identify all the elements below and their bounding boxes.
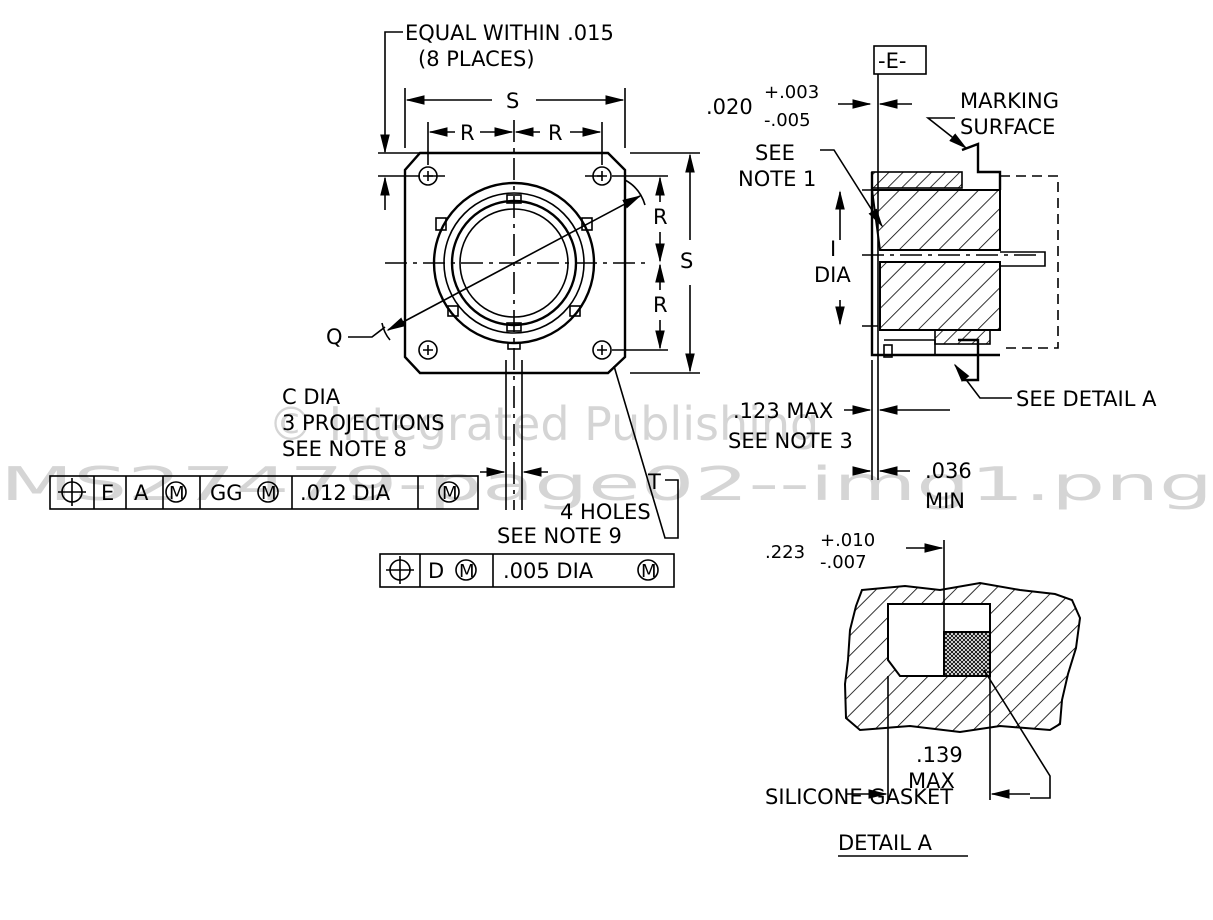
min-label: MIN [925, 489, 965, 513]
detail-a-title: DETAIL A [838, 831, 933, 855]
silicone-gasket [943, 631, 991, 677]
dim-dia: DIA [814, 263, 851, 287]
marking-label: MARKING [960, 89, 1059, 113]
holes-count: 4 HOLES [560, 500, 651, 524]
fcf-top-datum-e: E [101, 481, 114, 505]
c-dia-projections: 3 PROJECTIONS [282, 411, 445, 435]
feature-control-frame-bottom [379, 553, 675, 588]
feature-control-frame-top [49, 475, 479, 510]
mmc-icon [438, 481, 460, 503]
c-dia-note: SEE NOTE 8 [282, 437, 407, 461]
front-view [348, 31, 700, 539]
dim-223-tol-plus: +.010 [820, 530, 875, 551]
watermark-line-2: MS27479-page02--img1.png [0, 457, 1213, 511]
mmc-icon [257, 481, 279, 503]
dim-223-tol-minus: -.007 [820, 552, 867, 573]
side-view [820, 45, 1059, 480]
fcf-bottom-mmc-1: M [459, 561, 475, 582]
dim-t: T [647, 470, 661, 494]
dim-r-left: R [460, 121, 475, 145]
min-036: .036 [925, 459, 972, 483]
watermark-line-1: © Integrated Publishing [268, 397, 819, 451]
position-symbol-icon [58, 478, 86, 506]
fcf-bottom-mmc-2: M [641, 561, 657, 582]
detail-a-view [838, 540, 1082, 857]
equal-within-note: EQUAL WITHIN .015 [405, 21, 614, 45]
position-symbol-icon [386, 556, 414, 584]
datum-e-box [873, 45, 927, 75]
dim-020-tol-minus: -.005 [764, 110, 811, 131]
dim-s-side: S [680, 249, 693, 273]
dim-223: .223 [765, 542, 805, 563]
max-123: .123 MAX [733, 399, 833, 423]
mmc-icon [637, 559, 659, 581]
dim-r-upper: R [653, 205, 668, 229]
mounting-holes [418, 166, 612, 360]
silicone-gasket-label: SILICONE GASKET [765, 785, 953, 809]
eight-places-note: (8 PLACES) [418, 47, 535, 71]
fcf-bottom-tolerance: .005 DIA [503, 559, 594, 583]
fcf-top-mmc-2: M [261, 483, 277, 504]
surface-label: SURFACE [960, 115, 1055, 139]
holes-note: SEE NOTE 9 [497, 524, 622, 548]
see-note-1-b: NOTE 1 [738, 167, 816, 191]
fcf-top-mmc-3: M [442, 483, 458, 504]
fcf-top-datum-gg: GG [210, 481, 243, 505]
fcf-top-mmc-1: M [169, 483, 185, 504]
max-label: MAX [908, 769, 955, 793]
fcf-top-datum-a: A [134, 481, 149, 505]
dim-020-tol-plus: +.003 [764, 82, 819, 103]
dim-s-top: S [506, 89, 519, 113]
dim-i: I [830, 237, 836, 261]
fcf-top-tolerance: .012 DIA [300, 481, 391, 505]
see-note-3: SEE NOTE 3 [728, 429, 853, 453]
dim-020: .020 [706, 95, 753, 119]
dim-139: .139 [916, 743, 963, 767]
dim-r-right: R [548, 121, 563, 145]
see-detail-a: SEE DETAIL A [1016, 387, 1157, 411]
mmc-icon [455, 559, 477, 581]
fcf-bottom-datum-d: D [428, 559, 444, 583]
datum-e-label: -E- [878, 49, 906, 73]
see-note-1-a: SEE [755, 141, 795, 165]
dim-r-lower: R [653, 293, 668, 317]
c-dia-label: C DIA [282, 385, 341, 409]
mmc-icon [165, 481, 187, 503]
dim-q: Q [326, 325, 343, 349]
